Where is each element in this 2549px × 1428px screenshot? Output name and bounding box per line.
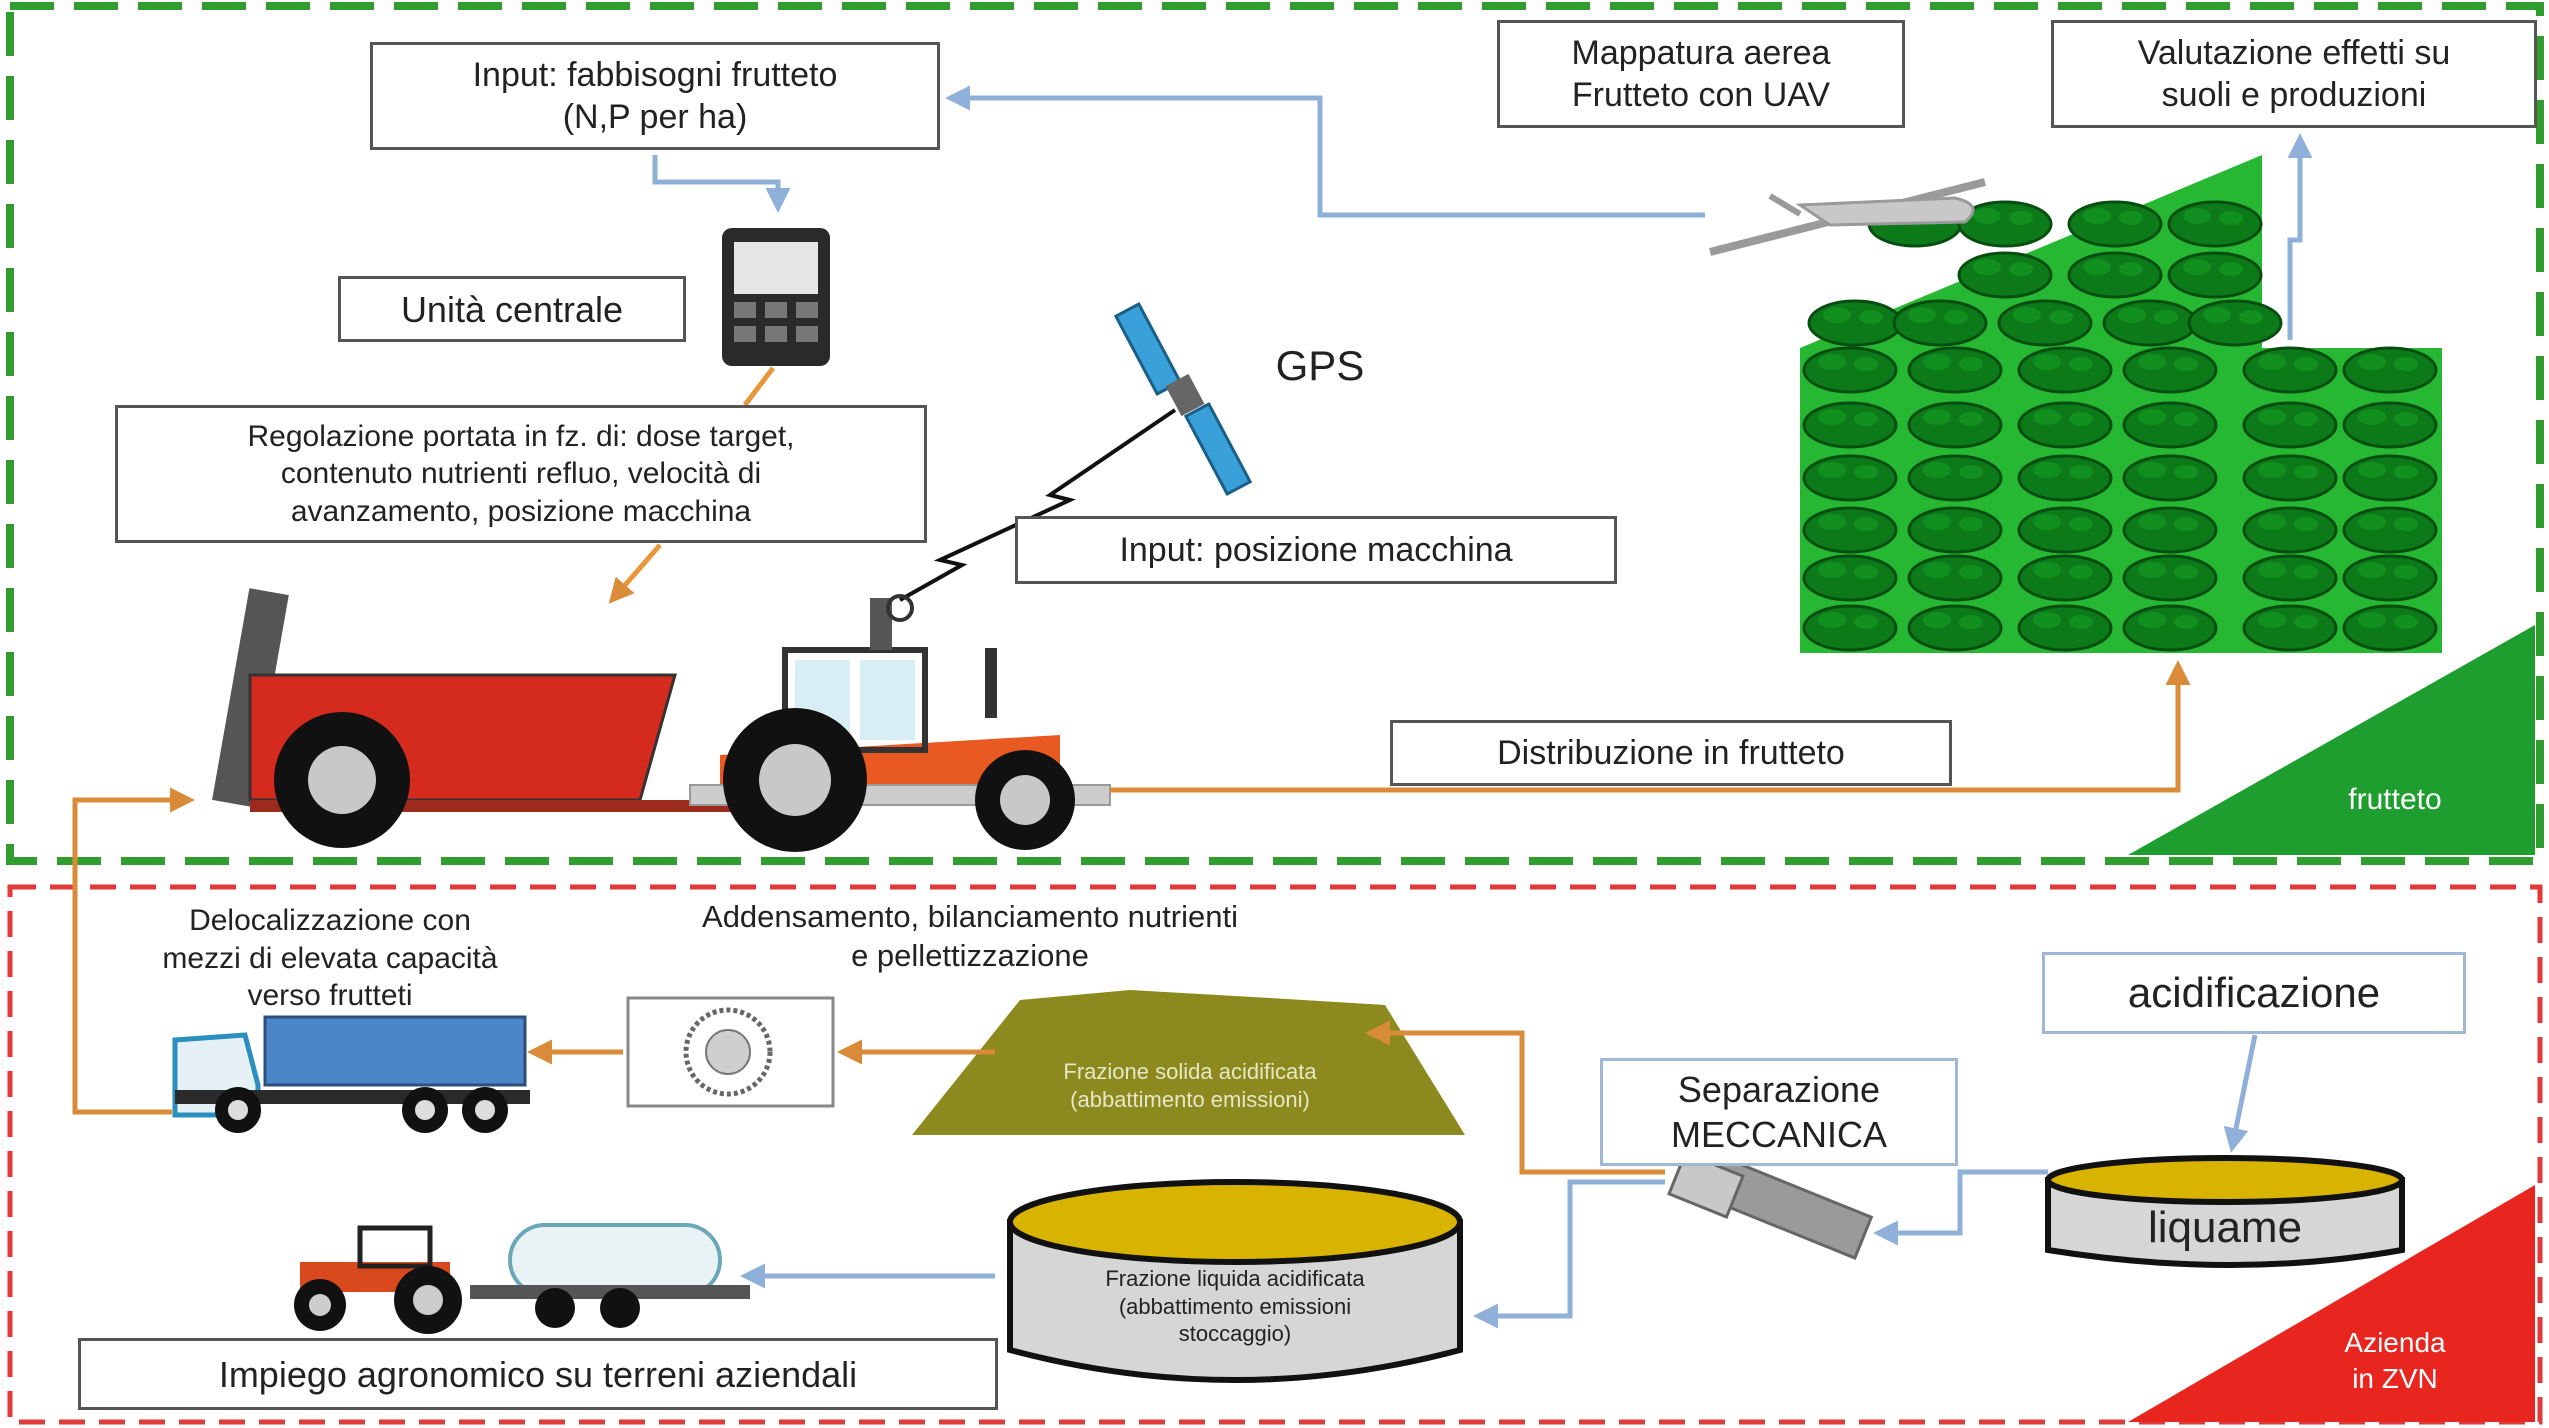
delocalizzazione-line2: mezzi di elevata capacità [162,941,498,975]
orchard-section-border [6,2,2544,865]
regolazione-line2: contenuto nutrienti refluo, velocità di [280,457,762,491]
arrow-regolazione-to-spreader [608,543,662,604]
acidificazione-box: acidificazione [2042,952,2466,1034]
tanker-tractor-icon [294,1223,750,1334]
arrow-truck-to-spreader [72,787,195,1115]
arrow-unit-to-regolazione [743,366,775,407]
regolazione-line3: avanzamento, posizione macchina [290,494,752,528]
input-fabbisogni-box: Input: fabbisogni frutteto (N,P per ha) [370,42,940,150]
farm-corner-triangle [2128,1185,2535,1422]
distribuzione-label: Distribuzione in frutteto [1497,733,1845,772]
gps-label: GPS [1275,342,1365,389]
slurry-tank-icon [2045,1155,2405,1268]
tractor-spreader-icon [212,588,1111,852]
frazione-solida-line2: (abbattimento emissioni) [1070,1086,1310,1112]
input-fabbisogni-line2: (N,P per ha) [562,98,748,136]
frazione-liquida-line2: (abbattimento emissioni [1118,1293,1352,1319]
input-posizione-box: Input: posizione macchina [1015,516,1617,584]
impiego-box: Impiego agronomico su terreni aziendali [78,1338,998,1410]
mappatura-line2: Frutteto con UAV [1571,76,1831,114]
satellite-icon [1113,302,1253,496]
azienda-line1: Azienda [2344,1327,2446,1358]
arrow-uav-to-input [945,85,1705,218]
frazione-liquida-line1: Frazione liquida acidificata [1105,1266,1365,1291]
unita-centrale-label: Unità centrale [400,288,624,330]
pellet-machine-icon [626,996,835,1108]
uav-icon [1709,178,1986,256]
farm-section-border [7,884,2543,1425]
arrow-orchard-to-valutazione [2287,133,2313,340]
arrow-tractor-to-orchard [1110,660,2191,793]
distribuzione-box: Distribuzione in frutteto [1390,720,1952,786]
delocalizzazione-line3: verso frutteti [247,979,413,1012]
azienda-label: Azienda in ZVN [2300,1325,2490,1398]
frutteto-label: frutteto [2348,783,2442,816]
solid-heap-icon [912,990,1465,1135]
azienda-line2: in ZVN [2352,1363,2438,1395]
storage-tank-icon [1007,1179,1463,1383]
input-posizione-label: Input: posizione macchina [1119,530,1513,569]
arrow-separator-to-liquid [1473,1179,1665,1329]
arrow-input-to-unit [652,155,791,213]
gps-signal-line [899,408,1177,602]
separazione-line2: MECCANICA [1670,1114,1888,1155]
delocalizzazione-line1: Delocalizzazione con [189,904,471,937]
unita-centrale-box: Unità centrale [338,276,686,342]
frazione-liquida-line3: stoccaggio) [1178,1321,1292,1346]
acidificazione-label: acidificazione [2127,968,2381,1016]
arrow-slurry-to-separator [1873,1169,2048,1246]
separazione-line1: Separazione [1677,1069,1881,1110]
frazione-solida-line1: Frazione solida acidificata [1063,1059,1317,1084]
delocalizzazione-label: Delocalizzazione con mezzi di elevata cap… [100,902,560,1015]
mappatura-line1: Mappatura aerea [1571,33,1831,72]
regolazione-line1: Regolazione portata in fz. di: dose targ… [247,419,795,453]
separator-icon [1667,1144,1874,1260]
valutazione-line1: Valutazione effetti su [2137,33,2451,72]
arrow-separator-to-solid [1365,1020,1665,1175]
frazione-solida-label: Frazione solida acidificata(abbattimento… [985,1058,1395,1113]
valutazione-box: Valutazione effetti su suoli e produzioni [2051,20,2537,128]
arrow-acid-to-slurry [2223,1034,2258,1153]
addensamento-line2: e pellettizzazione [851,937,1089,973]
liquame-label: liquame [2147,1203,2303,1252]
frazione-liquida-label: Frazione liquida acidificata(abbattiment… [1030,1265,1440,1348]
orchard-icon [1800,155,2442,653]
impiego-label: Impiego agronomico su terreni aziendali [218,1353,858,1395]
control-unit-icon [722,228,830,366]
valutazione-line2: suoli e produzioni [2161,76,2427,114]
regolazione-box: Regolazione portata in fz. di: dose targ… [115,405,927,543]
input-fabbisogni-line1: Input: fabbisogni frutteto [472,55,838,94]
addensamento-line1: Addensamento, bilanciamento nutrienti [702,899,1238,934]
truck-icon [172,1015,530,1133]
orchard-corner-triangle [2128,625,2535,855]
